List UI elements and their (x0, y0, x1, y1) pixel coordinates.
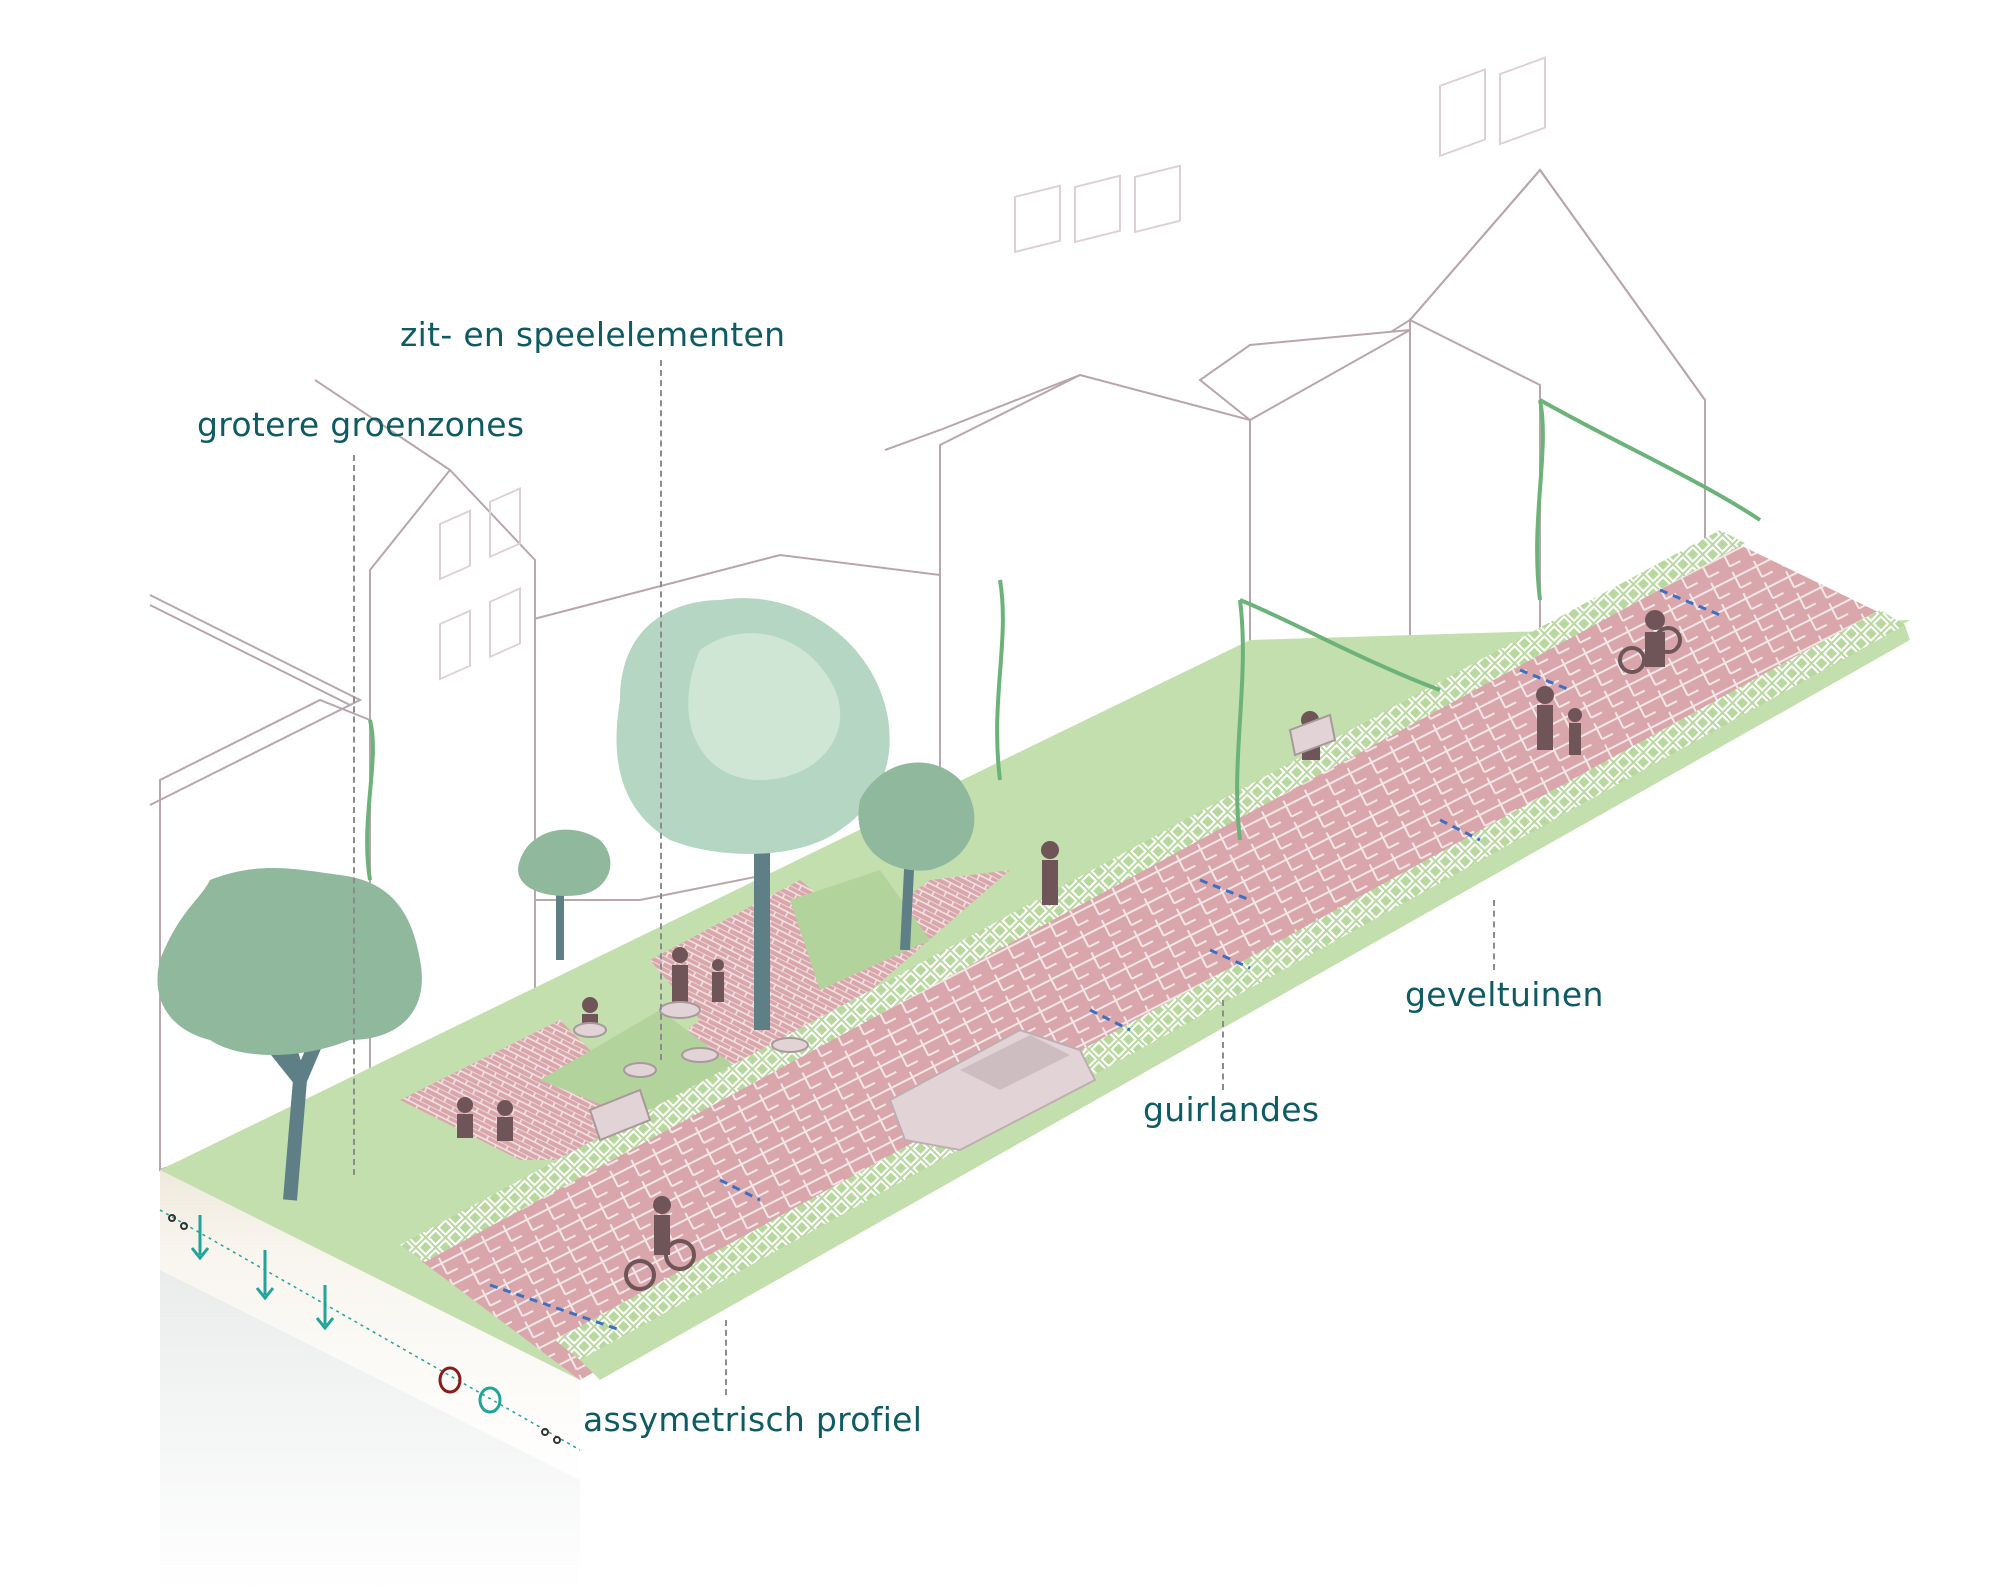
bicycles (624, 626, 1682, 1291)
tree-central (616, 598, 890, 1030)
sewer-pipe-icon (438, 1366, 462, 1394)
label-geveltuinen: geveltuinen (1405, 975, 1604, 1014)
cable-icons (168, 1214, 561, 1444)
leader-grotere-groenzones (353, 455, 355, 1175)
label-zit-en-speelelementen: zit- en speelelementen (400, 315, 786, 354)
label-guirlandes: guirlandes (1143, 1090, 1320, 1129)
soil-layer (160, 1170, 580, 1480)
tree-small-left (518, 829, 611, 960)
leader-geveltuinen (1493, 900, 1495, 970)
park-lawn-2 (790, 870, 930, 990)
leader-guirlandes (1222, 1000, 1224, 1090)
traffic-arrows (489, 588, 1721, 1332)
leader-zit-en-speelelementen (660, 360, 662, 1060)
road-herringbone (420, 545, 1905, 1380)
tree-large-left (157, 868, 422, 1201)
grass-paver-strip-left (400, 530, 1745, 1262)
grass-paver-strip-right (555, 610, 1905, 1360)
label-grotere-groenzones: grotere groenzones (197, 405, 525, 444)
benches (573, 713, 1337, 1142)
car-icon (888, 1028, 1097, 1152)
facade-garden-strip (580, 625, 1910, 1380)
guirlande-vines (365, 398, 1762, 881)
label-assymetrisch-profiel: assymetrisch profiel (583, 1400, 923, 1439)
leader-assymetrisch-profiel (725, 1320, 727, 1395)
tree-small-mid (858, 762, 975, 951)
building-windows (439, 56, 1546, 681)
rainwater-pipe-icon (478, 1386, 502, 1414)
